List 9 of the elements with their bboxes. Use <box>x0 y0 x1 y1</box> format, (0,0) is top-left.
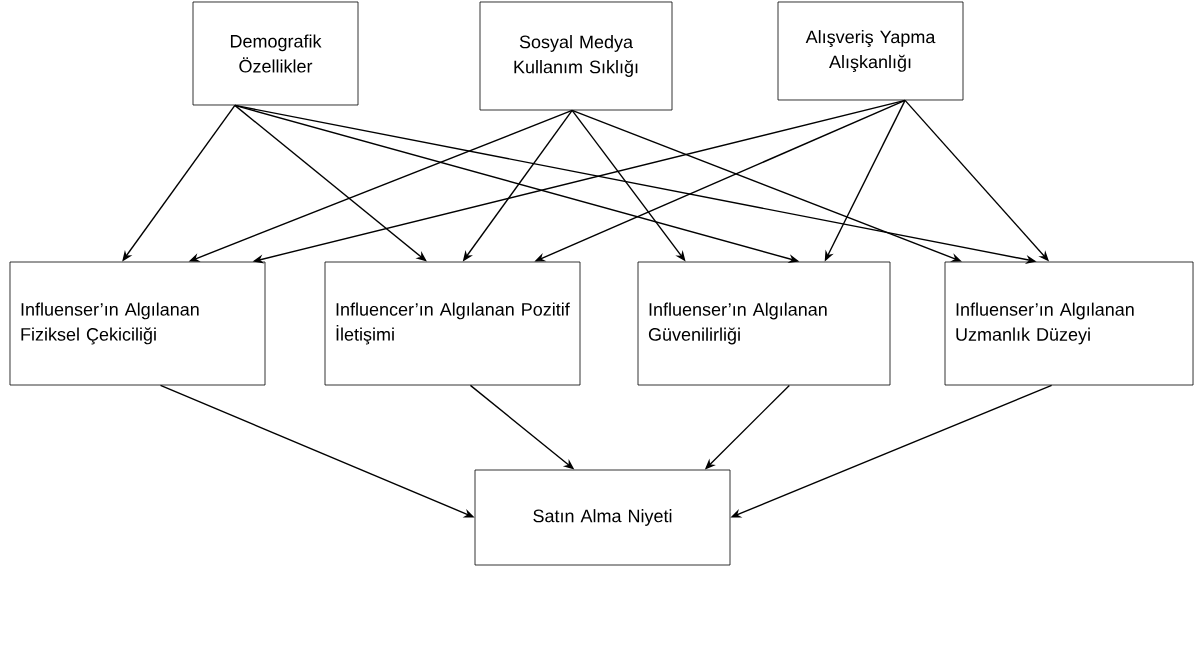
box: Influenser’ın Algılanan Uzmanlık Düzeyi <box>944 261 1194 386</box>
box: Influenser’ın Algılanan Fiziksel Çekiciliği <box>9 261 266 386</box>
box: Influenser’ın Algılanan Güvenilirliği <box>637 261 891 386</box>
box: Sosyal Medya Kullanım Sıklığı <box>479 1 673 111</box>
box: Satın Alma Niyeti <box>474 469 731 566</box>
arrow <box>234 104 427 262</box>
box: Alışveriş Yapma Alışkanlığı <box>777 1 964 101</box>
box: Influencer’ın Algılanan Pozitif İletişimi <box>324 261 581 386</box>
box: Demografik Özellikler <box>192 1 359 106</box>
